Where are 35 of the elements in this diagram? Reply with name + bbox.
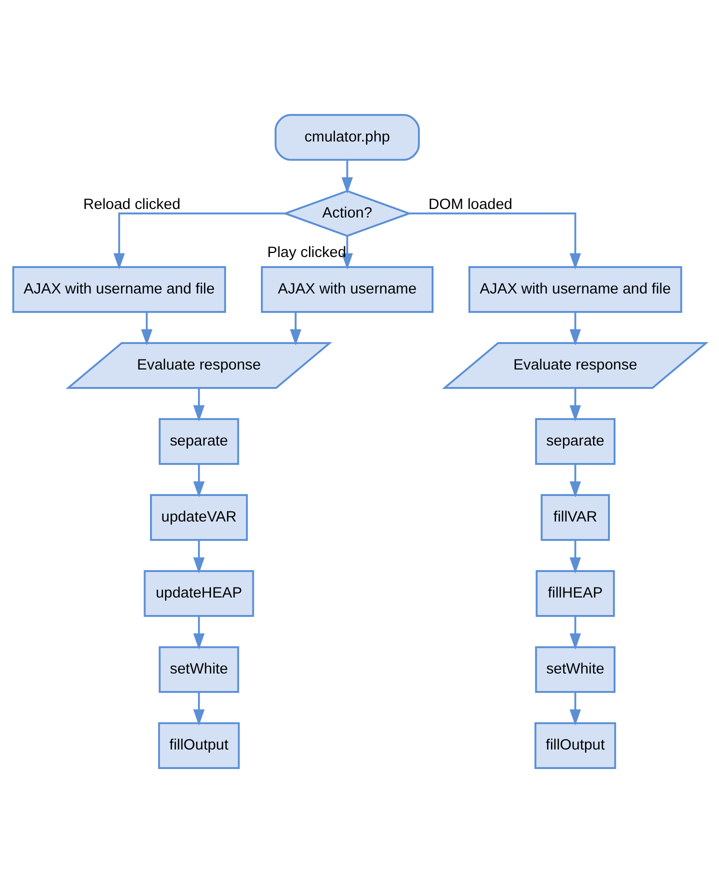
arrow <box>113 212 285 269</box>
node-box: AJAX with username and file <box>468 266 682 312</box>
node-box: setWhite <box>535 646 616 692</box>
node-box: fillVAR <box>540 494 610 540</box>
node-box: AJAX with username and file <box>12 266 226 312</box>
arrow <box>570 388 581 422</box>
arrow <box>193 616 205 650</box>
node-box: fillOutput <box>158 722 240 768</box>
node-box: fillHEAP <box>536 570 615 616</box>
arrow <box>193 692 205 726</box>
node-box: separate <box>158 418 240 464</box>
node-box: cmulator.php <box>274 114 420 160</box>
arrow <box>570 692 581 726</box>
arrow <box>410 212 581 269</box>
node-box: updateHEAP <box>144 570 254 616</box>
arrow <box>193 540 205 574</box>
edge-label: DOM loaded <box>428 196 512 213</box>
node-box: fillOutput <box>534 722 616 768</box>
arrow <box>141 312 152 346</box>
node-diamond: Action? <box>282 190 412 236</box>
arrow <box>570 616 581 650</box>
arrow <box>193 464 205 498</box>
arrow <box>570 540 581 574</box>
node-box: separate <box>535 418 616 464</box>
arrow <box>193 388 205 422</box>
arrow <box>342 160 353 193</box>
arrow <box>570 464 581 498</box>
node-box: updateVAR <box>150 494 248 540</box>
edge-label: Reload clicked <box>83 196 180 213</box>
edge-label: Play clicked <box>267 244 346 261</box>
node-box: AJAX with username <box>260 266 434 312</box>
arrow <box>570 312 581 346</box>
node-box: setWhite <box>158 646 240 692</box>
arrow <box>290 312 302 346</box>
arrow <box>342 236 353 269</box>
